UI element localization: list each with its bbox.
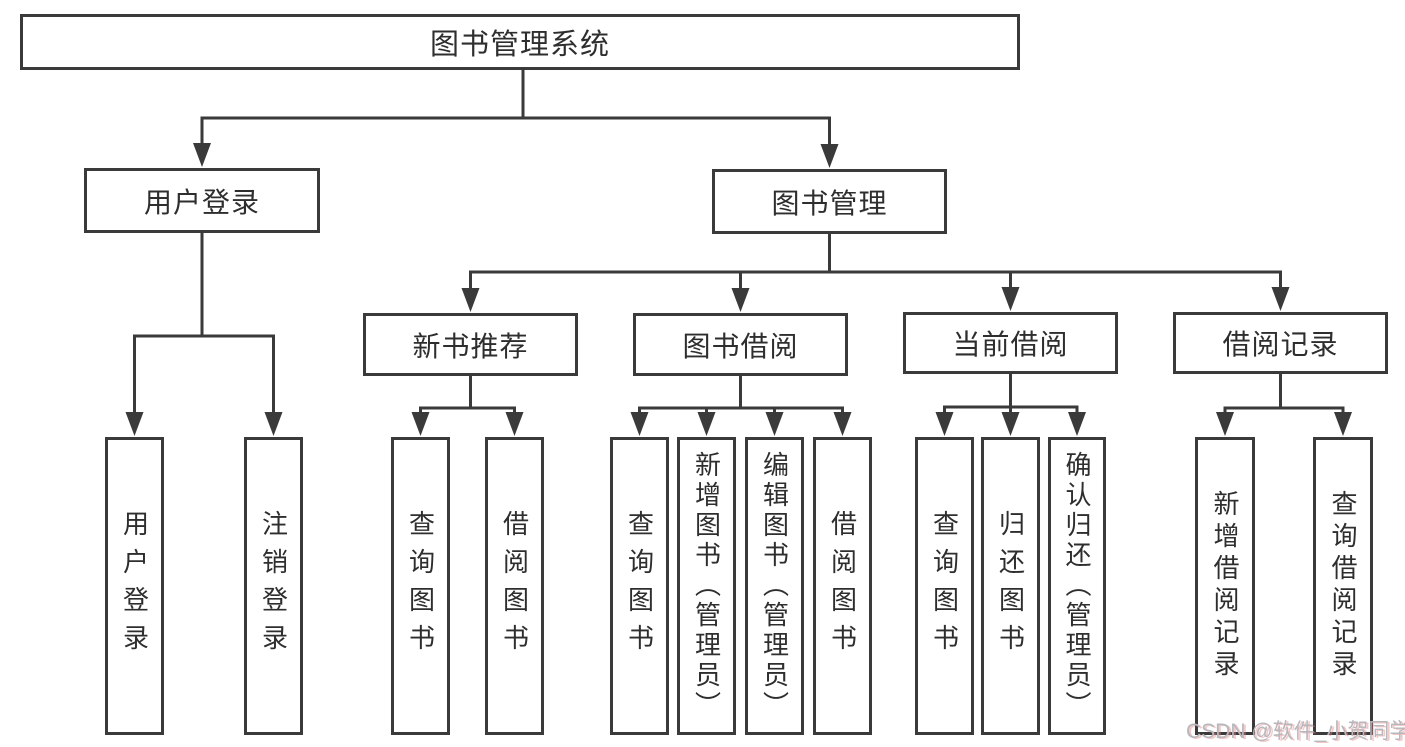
leaf-label: 查询借阅记录	[1328, 490, 1358, 682]
leaf-query-books-recommend: 查询图书	[391, 437, 450, 735]
node-label: 图书管理系统	[429, 29, 610, 61]
leaf-label: 用户登录	[119, 510, 150, 662]
leaf-label: 编辑图书（管理员）	[759, 451, 790, 721]
node-label: 图书借阅	[682, 330, 799, 362]
leaf-label: 借阅图书	[499, 510, 530, 662]
leaf-label: 查询图书	[624, 510, 655, 662]
leaf-label: 查询图书	[405, 510, 436, 662]
node-label: 借阅记录	[1222, 329, 1339, 360]
leaf-user-login: 用户登录	[105, 437, 164, 735]
csdn-watermark: CSDN @软件_小贺同学	[1186, 720, 1405, 743]
leaf-label: 借阅图书	[827, 510, 858, 662]
leaf-label: 归还图书	[995, 510, 1026, 662]
node-label: 用户登录	[143, 186, 260, 218]
node-book-management: 图书管理	[712, 169, 947, 234]
node-label: 图书管理	[771, 187, 888, 219]
node-library-management-system: 图书管理系统	[20, 14, 1020, 70]
leaf-logout: 注销登录	[244, 437, 303, 735]
leaf-edit-books-admin: 编辑图书（管理员）	[745, 437, 804, 735]
leaf-label: 查询图书	[929, 510, 960, 662]
leaf-add-borrow-record: 新增借阅记录	[1195, 437, 1255, 735]
leaf-query-books-current: 查询图书	[915, 437, 974, 735]
node-user-login: 用户登录	[84, 168, 320, 233]
leaf-label: 注销登录	[258, 510, 289, 662]
node-new-book-recommendation: 新书推荐	[363, 313, 578, 376]
leaf-label: 确认归还（管理员）	[1062, 451, 1092, 721]
node-label: 当前借阅	[952, 329, 1069, 360]
node-label: 新书推荐	[412, 330, 529, 362]
leaf-label: 新增图书（管理员）	[691, 451, 722, 721]
leaf-query-borrow-record: 查询借阅记录	[1313, 437, 1373, 735]
leaf-label: 新增借阅记录	[1210, 490, 1240, 682]
leaf-confirm-return-admin: 确认归还（管理员）	[1048, 437, 1106, 735]
leaf-return-books: 归还图书	[981, 437, 1040, 735]
leaf-borrow-books-recommend: 借阅图书	[485, 437, 544, 735]
leaf-borrow-books: 借阅图书	[813, 437, 872, 735]
node-current-borrowing: 当前借阅	[903, 312, 1118, 374]
leaf-query-books-borrow: 查询图书	[610, 437, 669, 735]
leaf-add-books-admin: 新增图书（管理员）	[677, 437, 736, 735]
node-borrowing-records: 借阅记录	[1173, 312, 1388, 374]
node-book-borrowing: 图书借阅	[633, 313, 848, 376]
